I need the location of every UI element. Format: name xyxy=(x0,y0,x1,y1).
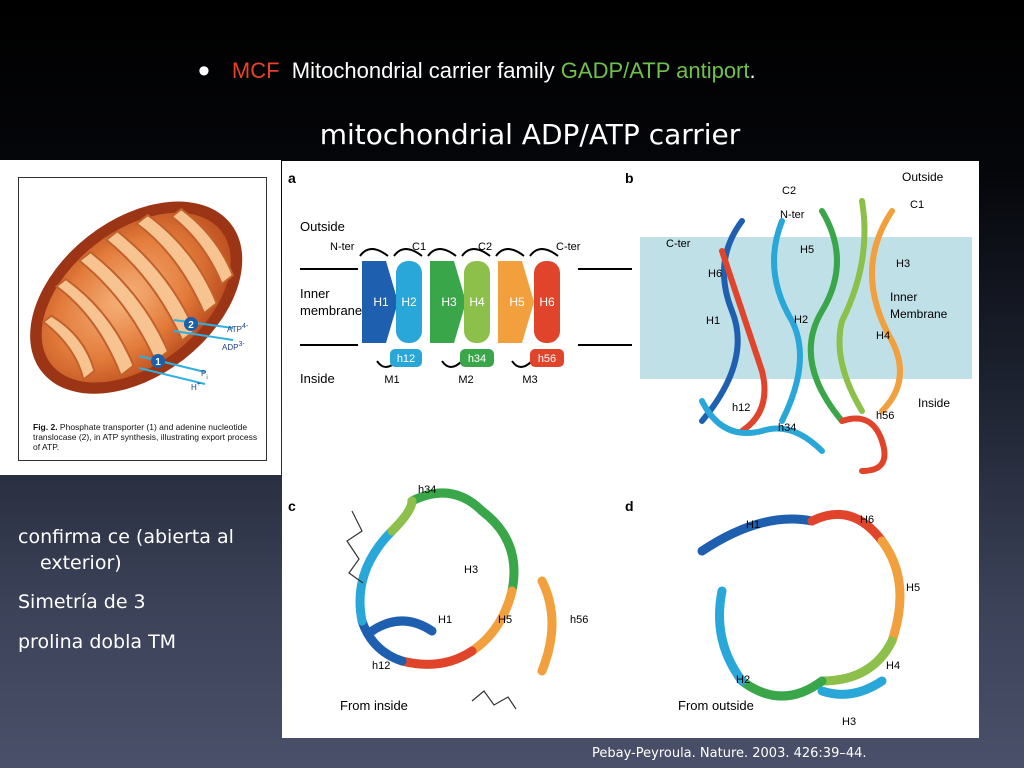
panel-a-h2: H2 xyxy=(401,295,417,309)
bullet: • xyxy=(198,52,210,90)
panel-a-loop-h56: h56 xyxy=(538,353,556,365)
panel-b-ribbon xyxy=(699,198,903,474)
pi-label: Pi xyxy=(201,369,208,381)
antiport-label: GADP/ATP antiport xyxy=(560,58,750,83)
panel-a-h4: H4 xyxy=(469,295,485,309)
membrane-band xyxy=(640,237,972,379)
panel-a-letter: a xyxy=(288,170,296,186)
family-label: Mitochondrial carrier family xyxy=(291,58,555,83)
marker-1-label: 1 xyxy=(155,357,161,368)
panel-d-letter: d xyxy=(625,498,634,514)
panel-b-h1: H1 xyxy=(706,315,720,327)
marker-2-label: 2 xyxy=(188,320,194,331)
mitochondrion-illustration: 2 1 ATP4- ADP3- Pi H+ xyxy=(30,201,249,394)
mitochondrion-caption: Fig. 2. Phosphate transporter (1) and ad… xyxy=(33,422,261,453)
panel-b-outside: Outside xyxy=(902,170,944,184)
panel-a-loop-h12: h12 xyxy=(397,353,415,365)
panel-a-helices xyxy=(362,261,560,343)
panel-a-membrane: membrane xyxy=(300,303,362,318)
panel-c-ribbon xyxy=(355,488,557,676)
panel-b-cter: C-ter xyxy=(666,238,691,250)
panel-a-m3: M3 xyxy=(522,374,537,386)
panel-b-nter: N-ter xyxy=(780,209,805,221)
helix-H4-shape xyxy=(464,261,490,343)
helix-H1-shape xyxy=(362,261,398,343)
structure-figure: a Outside Inner membrane Inside N-ter C1… xyxy=(282,161,979,738)
panel-b-letter: b xyxy=(625,170,634,186)
panel-a-inside: Inside xyxy=(300,371,335,386)
panel-a-h1: H1 xyxy=(373,295,389,309)
panel-d-h2: H2 xyxy=(736,674,750,686)
panel-c-letter: c xyxy=(288,498,296,514)
helix-H2-shape xyxy=(396,261,422,343)
panel-b-inner: Inner xyxy=(890,290,917,304)
adp-label: ADP3- xyxy=(222,341,245,352)
caption-text: Phosphate transporter (1) and adenine nu… xyxy=(33,422,258,453)
mcf-label: MCF xyxy=(231,58,280,83)
panel-a-h3: H3 xyxy=(441,295,457,309)
panel-b-h6: H6 xyxy=(708,268,722,280)
note-2: Simetría de 3 xyxy=(18,591,146,614)
note-3: prolina dobla TM xyxy=(18,630,177,653)
panel-b-h4: H4 xyxy=(876,330,890,342)
panel-b-h34: h34 xyxy=(778,422,796,434)
mitochondrion-figure: 2 1 ATP4- ADP3- Pi H+ xyxy=(18,177,267,461)
panel-b-h12: h12 xyxy=(732,402,750,414)
panel-d-h6: H6 xyxy=(860,514,874,526)
panel-d-h5: H5 xyxy=(906,582,920,594)
panel-b-h56: h56 xyxy=(876,410,894,422)
helix-H5-shape xyxy=(498,261,534,343)
h-label: H+ xyxy=(191,381,201,392)
panel-b-c1: C1 xyxy=(910,199,924,211)
panel-b-inside: Inside xyxy=(918,396,950,410)
panel-c-h12: h12 xyxy=(372,660,390,672)
panel-a-c1: C1 xyxy=(412,241,426,253)
adenine-translocase-marker xyxy=(184,317,198,331)
caption-bold: Fig. 2. xyxy=(33,422,58,432)
panel-a-cter: C-ter xyxy=(556,241,581,253)
panel-a-m1: M1 xyxy=(384,374,399,386)
panel-a-outside: Outside xyxy=(300,219,345,234)
helix-H6-shape xyxy=(534,261,560,343)
panel-c-h5: H5 xyxy=(498,614,512,626)
panel-a-loop-h34: h34 xyxy=(468,353,486,365)
panel-b-h5: H5 xyxy=(800,244,814,256)
panel-c-h34: h34 xyxy=(418,484,436,496)
structure-figure-svg: a Outside Inner membrane Inside N-ter C1… xyxy=(288,170,972,728)
panel-b-membrane: Membrane xyxy=(890,307,948,321)
panel-d-h4: H4 xyxy=(886,660,900,672)
panel-c-h56: h56 xyxy=(570,614,588,626)
slide-title: • MCF Mitochondrial carrier family GADP/A… xyxy=(198,48,756,90)
panel-c-caption: From inside xyxy=(340,698,408,713)
panel-c-h3: H3 xyxy=(464,564,478,576)
panel-d-ribbon xyxy=(697,509,905,701)
panel-b-c2: C2 xyxy=(782,185,796,197)
panel-d-h3: H3 xyxy=(842,716,856,728)
panel-a-m2: M2 xyxy=(458,374,473,386)
panel-a-inner: Inner xyxy=(300,286,330,301)
panel-b-h3: H3 xyxy=(896,258,910,270)
helix-H3-shape xyxy=(430,261,466,343)
panel-a-h5: H5 xyxy=(509,295,525,309)
panel-a-h6: H6 xyxy=(539,295,555,309)
panel-c-h1: H1 xyxy=(438,614,452,626)
slide-subtitle: mitochondrial ADP/ATP carrier xyxy=(319,118,741,151)
panel-d-h1: H1 xyxy=(746,519,760,531)
panel-a-nter: N-ter xyxy=(330,241,355,253)
title-period: . xyxy=(749,58,756,83)
atp-label: ATP4- xyxy=(227,323,249,334)
citation: Pebay-Peyroula. Nature. 2003. 426:39–44. xyxy=(592,746,867,761)
phosphate-transporter-marker xyxy=(151,354,165,368)
panel-d-caption: From outside xyxy=(678,698,754,713)
panel-b-h2: H2 xyxy=(794,314,808,326)
